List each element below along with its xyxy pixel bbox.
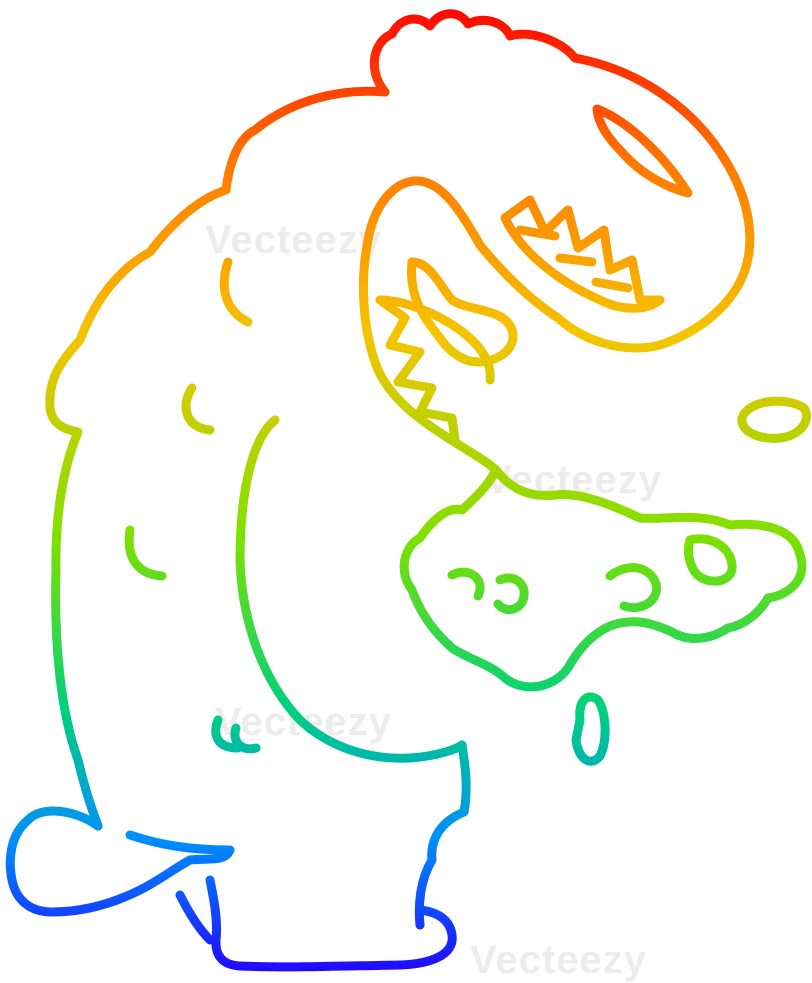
slime-drool (399, 465, 807, 692)
upper-teeth-inner (515, 225, 633, 293)
contour-mark (181, 383, 215, 435)
belly-edge (414, 740, 471, 930)
contour-mark (211, 715, 243, 753)
spit-drop (571, 692, 610, 766)
contour-mark (124, 525, 167, 581)
back-foot (125, 830, 235, 855)
eye (592, 104, 693, 198)
slime-drool (605, 563, 661, 612)
spit-drop (737, 396, 811, 443)
lower-teeth (375, 295, 495, 445)
hair-tuft (369, 9, 580, 97)
front-foot (175, 890, 215, 945)
upper-teeth (500, 195, 665, 313)
front-foot (205, 875, 457, 972)
contour-mark (219, 257, 253, 327)
mouth-outline (358, 176, 501, 475)
body-outline (45, 86, 390, 831)
slime-drool (493, 573, 529, 615)
slime-drool (684, 534, 737, 586)
contour-mark (230, 723, 261, 754)
slime-drool (447, 567, 485, 601)
upper-jaw (475, 53, 755, 353)
back-foot (5, 806, 235, 917)
tongue (406, 257, 518, 367)
arm (235, 415, 467, 763)
